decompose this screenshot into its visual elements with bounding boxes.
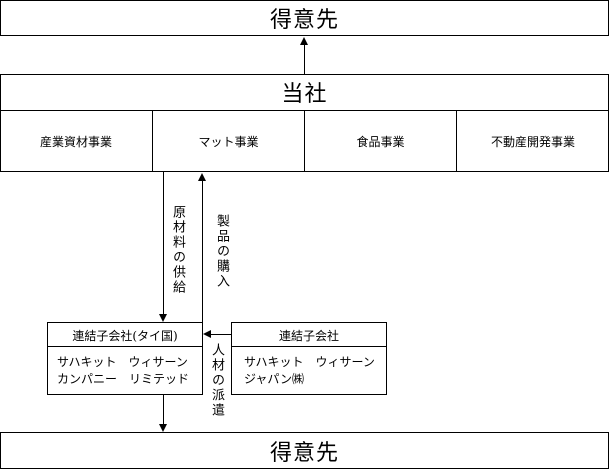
arrow-to-bottom-customer-line	[163, 395, 164, 424]
arrow-to-top-customer-line	[304, 44, 305, 74]
subsidiary-thai-box	[47, 322, 203, 395]
subsidiary-thai-divider	[47, 346, 203, 347]
dispatch-arrow-line	[211, 334, 231, 335]
top-customer-box	[0, 0, 609, 36]
supply-arrow-line	[163, 172, 164, 314]
segment-mat: マット事業	[152, 110, 304, 172]
purchase-label: 製品の購入	[214, 214, 229, 289]
subsidiary-thai-name-line1: サハキット ウィサーン	[57, 355, 188, 369]
subsidiary-japan-box	[231, 322, 387, 395]
subsidiary-thai-title: 連結子会社(タイ国)	[72, 329, 178, 343]
supply-arrow-head	[159, 314, 167, 322]
supply-label: 原材料の供給	[170, 205, 185, 295]
segment-real-estate: 不動産開発事業	[456, 110, 609, 172]
purchase-arrow-head	[198, 173, 206, 181]
subsidiary-japan-name-line1: サハキット ウィサーン	[244, 355, 375, 369]
dispatch-arrow-head	[203, 330, 211, 338]
bottom-customer-label: 得意先	[269, 440, 339, 466]
arrow-to-bottom-customer-head	[159, 424, 167, 432]
subsidiary-japan-divider	[231, 346, 387, 347]
segment-food: 食品事業	[304, 110, 456, 172]
subsidiary-japan-title: 連結子会社	[278, 329, 339, 343]
top-customer-label: 得意先	[269, 8, 339, 33]
purchase-arrow-line	[202, 180, 203, 322]
subsidiary-thai-name-line2: カンパニー リミテッド	[57, 372, 190, 386]
company-label: 当社	[281, 82, 328, 107]
dispatch-label: 人材の派遣	[209, 343, 224, 418]
segment-industrial-materials: 産業資材事業	[39, 134, 112, 149]
subsidiary-japan-name-line2: ジャパン㈱	[244, 372, 305, 386]
arrow-to-top-customer-head	[300, 37, 308, 45]
